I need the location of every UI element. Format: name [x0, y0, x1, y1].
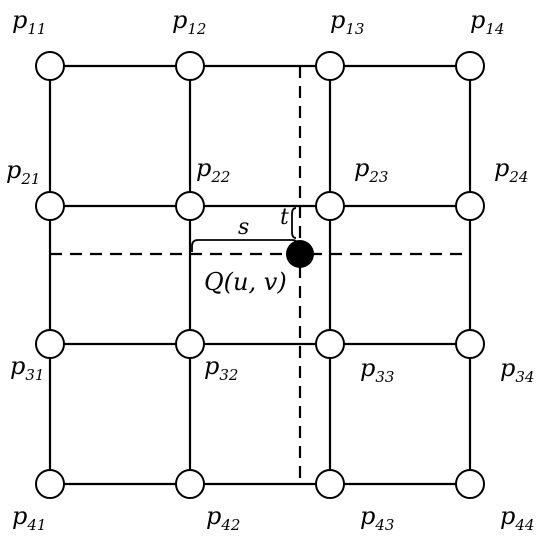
label-p14-sub: 14	[485, 20, 504, 38]
label-p21-base: p	[6, 156, 21, 184]
query-label: Q(u, v)	[204, 268, 287, 296]
label-p23-sub: 23	[368, 168, 388, 186]
label-p41-base: p	[12, 502, 27, 530]
label-p22-sub: 22	[210, 168, 230, 186]
query-point-q	[286, 240, 314, 268]
node-p34	[455, 329, 485, 359]
node-p44	[455, 469, 485, 499]
label-p42-sub: 42	[220, 516, 240, 534]
label-p23-base: p	[354, 154, 369, 182]
label-p43-base: p	[360, 502, 375, 530]
node-p13	[315, 51, 345, 81]
label-p11-base: p	[12, 6, 27, 34]
label-p34-sub: 34	[515, 368, 534, 386]
node-p22	[175, 191, 205, 221]
label-p31-base: p	[10, 352, 25, 380]
label-p22: p22	[196, 154, 230, 186]
s-bracket	[191, 239, 299, 252]
label-p44-sub: 44	[514, 516, 534, 534]
label-p32-sub: 32	[219, 366, 238, 384]
label-p24: p24	[494, 154, 528, 186]
node-p43	[315, 469, 345, 499]
node-p21	[35, 191, 65, 221]
query-crosshair	[50, 66, 470, 484]
label-p33-sub: 33	[375, 368, 394, 386]
node-p23	[315, 191, 345, 221]
label-p13-sub: 13	[345, 20, 364, 38]
label-p34: p34	[500, 354, 534, 386]
node-p32	[175, 329, 205, 359]
t-label: t	[280, 205, 289, 230]
label-p43: p43	[360, 502, 394, 534]
point-labels: p11 p12 p13 p14 p21 p22 p23 p24 p31 p32 …	[6, 6, 534, 534]
label-p13-base: p	[330, 6, 345, 34]
node-p31	[35, 329, 65, 359]
grid-nodes	[35, 51, 485, 499]
node-p12	[175, 51, 205, 81]
label-p12-sub: 12	[187, 20, 206, 38]
label-p31-sub: 31	[25, 366, 44, 384]
label-p43-sub: 43	[374, 516, 394, 534]
label-p11: p11	[12, 6, 46, 38]
label-p14-base: p	[470, 6, 485, 34]
node-p11	[35, 51, 65, 81]
node-p14	[455, 51, 485, 81]
label-p23: p23	[354, 154, 388, 186]
node-p41	[35, 469, 65, 499]
label-p21: p21	[6, 156, 40, 188]
label-p11-sub: 11	[27, 20, 46, 38]
node-p33	[315, 329, 345, 359]
label-p12-base: p	[172, 6, 187, 34]
label-p24-base: p	[494, 154, 509, 182]
label-p22-base: p	[196, 154, 211, 182]
label-p13: p13	[330, 6, 364, 38]
label-p24-sub: 24	[508, 168, 528, 186]
label-p33-base: p	[360, 354, 375, 382]
label-p42-base: p	[206, 502, 221, 530]
label-p41-sub: 41	[26, 516, 46, 534]
label-p32: p32	[204, 352, 238, 384]
label-p32-base: p	[204, 352, 219, 380]
label-p34-base: p	[500, 354, 515, 382]
grid-lines	[48, 64, 472, 486]
label-p41: p41	[12, 502, 46, 534]
label-p42: p42	[206, 502, 240, 534]
label-p12: p12	[172, 6, 206, 38]
s-label: s	[238, 215, 249, 240]
node-p24	[455, 191, 485, 221]
label-p44: p44	[500, 502, 534, 534]
label-p21-sub: 21	[20, 170, 40, 188]
label-p33: p33	[360, 354, 394, 386]
label-p14: p14	[470, 6, 504, 38]
node-p42	[175, 469, 205, 499]
label-p44-base: p	[500, 502, 515, 530]
label-p31: p31	[10, 352, 44, 384]
